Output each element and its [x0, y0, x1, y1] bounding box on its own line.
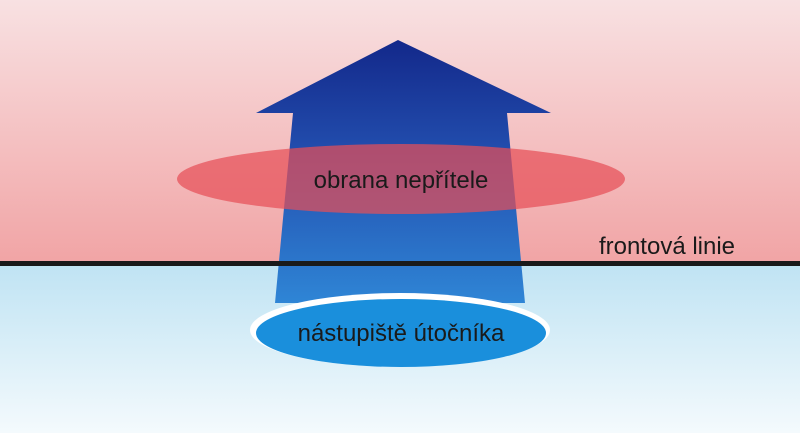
front-line-label: frontová linie — [599, 233, 735, 260]
enemy-defense-zone — [177, 144, 625, 214]
attacker-staging-zone — [256, 299, 546, 367]
front-line — [0, 261, 800, 266]
attacker-staging-label: nástupiště útočníka — [298, 320, 505, 347]
enemy-defense-label: obrana nepřítele — [314, 167, 489, 194]
